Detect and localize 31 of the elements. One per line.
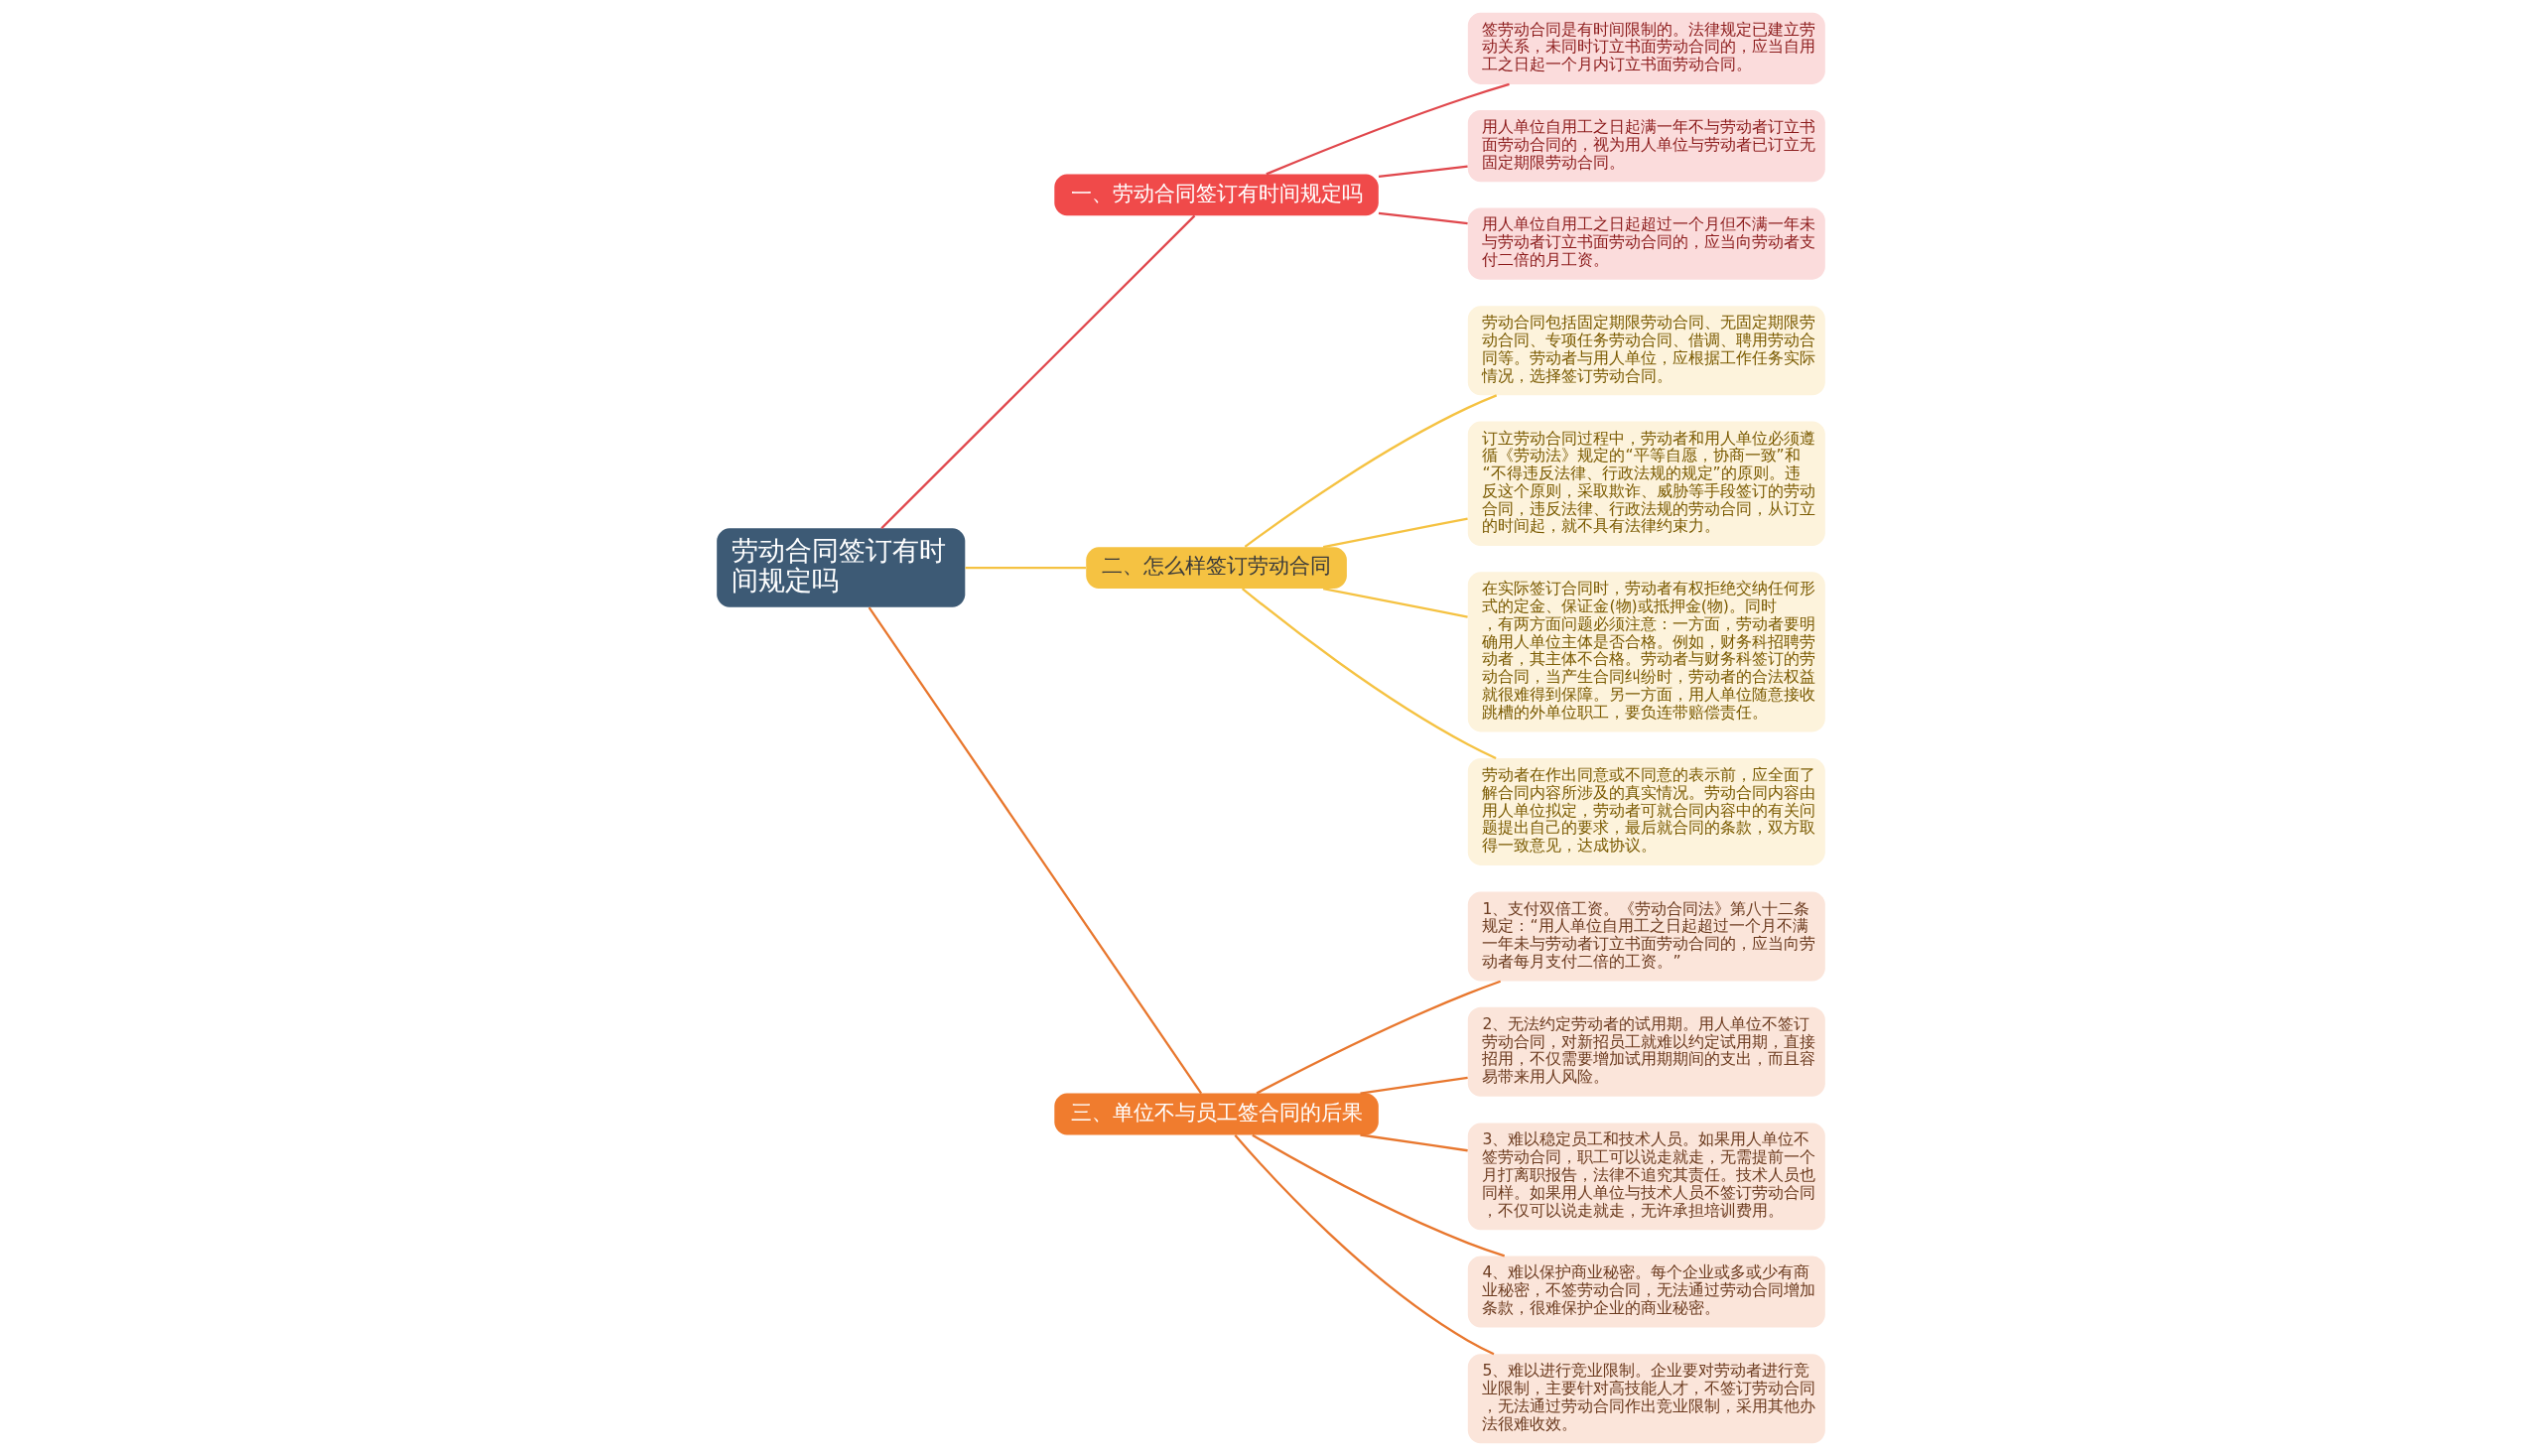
node-box: 订立劳动合同过程中，劳动者和用人单位必须遵循《劳动法》规定的“平等自愿，协商一致”和“不得违反法律、行政法规的规定”的原则。违反这个原则，采取欺诈、威胁等手段签订的劳动合同，违反法律、行政法规的劳动合同，从订立的时间起，就不具有法律约束力。 — [1467, 421, 1825, 547]
connector — [1322, 587, 1468, 618]
connector — [965, 566, 1086, 570]
node-box: 三、单位不与员工签合同的后果 — [1053, 1093, 1379, 1135]
connector — [1233, 1133, 1494, 1356]
connector — [879, 214, 1195, 530]
node-box: 用人单位自用工之日起满一年不与劳动者订立书面劳动合同的，视为用人单位与劳动者已订立无固定期限劳动合同。 — [1467, 110, 1825, 183]
node-box: 二、怎么样签订劳动合同 — [1085, 547, 1347, 589]
node-box: 3、难以稳定员工和技术人员。如果用人单位不签劳动合同，职工可以说走就走，无需提前一个月打离职报告，法律不追究其责任。技术人员也同样。如果用人单位与技术人员不签订劳动合同，不仅可以说走就走，无许承担培训费用。 — [1467, 1123, 1825, 1231]
node-box: 在实际签订合同时，劳动者有权拒绝交纳任何形式的定金、保证金(物)或抵押金(物)。同时，有两方面问题必须注意：一方面，劳动者要明确用人单位主体是否合格。例如，财务科招聘劳动者，其主体不合格。劳动者与财务科签订的劳动合同，当产生合同纠纷时，劳动者的合法权益就很难得到保障。另一方面，用人单位随意接收跳槽的外单位职工，要负连带赔偿责任。 — [1467, 572, 1825, 732]
connector — [1359, 1133, 1468, 1152]
connector — [1359, 1076, 1468, 1095]
node-box: 劳动合同签订有时间规定吗 — [716, 528, 965, 607]
connector — [1378, 211, 1468, 225]
connector — [1256, 980, 1501, 1095]
node-box: 5、难以进行竞业限制。企业要对劳动者进行竞业限制，主要针对高技能人才，不签订劳动合同，无法通过劳动合同作出竞业限制，采用其他办法很难收效。 — [1467, 1354, 1825, 1444]
node-box: 一、劳动合同签订有时间规定吗 — [1053, 174, 1379, 216]
connector — [1244, 394, 1497, 548]
node-box: 2、无法约定劳动者的试用期。用人单位不签订劳动合同，对新招员工就难以约定试用期，直接招用，不仅需要增加试用期期间的支出，而且容易带来用人风险。 — [1467, 1006, 1825, 1097]
connector — [1241, 588, 1497, 759]
connector — [1378, 165, 1468, 178]
node-box: 劳动者在作出同意或不同意的表示前，应全面了解合同内容所涉及的真实情况。劳动合同内容由用人单位拟定，劳动者可就合同内容中的有关问题提出自己的要求，最后就合同的条款，双方取得一致意见，达成协议。 — [1467, 758, 1825, 865]
node-box: 4、难以保护商业秘密。每个企业或多或少有商业秘密，不签劳动合同，无法通过劳动合同增加条款，很难保护企业的商业秘密。 — [1467, 1256, 1825, 1328]
node-box: 1、支付双倍工资。《劳动合同法》第八十二条规定：“用人单位自用工之日起超过一个月不满一年未与劳动者订立书面劳动合同的，应当向劳动者每月支付二倍的工资。” — [1467, 891, 1825, 982]
connector — [1322, 517, 1468, 549]
connector — [1251, 1133, 1505, 1257]
node-box: 签劳动合同是有时间限制的。法律规定已建立劳动关系，未同时订立书面劳动合同的，应当自用工之日起一个月内订立书面劳动合同。 — [1467, 12, 1825, 84]
node-box: 劳动合同包括固定期限劳动合同、无固定期限劳动合同、专项任务劳动合同、借调、聘用劳动合同等。劳动者与用人单位，应根据工作任务实际情况，选择签订劳动合同。 — [1467, 306, 1825, 396]
connector — [1265, 82, 1510, 176]
node-box: 用人单位自用工之日起超过一个月但不满一年未与劳动者订立书面劳动合同的，应当向劳动者支付二倍的月工资。 — [1467, 207, 1825, 280]
connector — [868, 606, 1202, 1095]
